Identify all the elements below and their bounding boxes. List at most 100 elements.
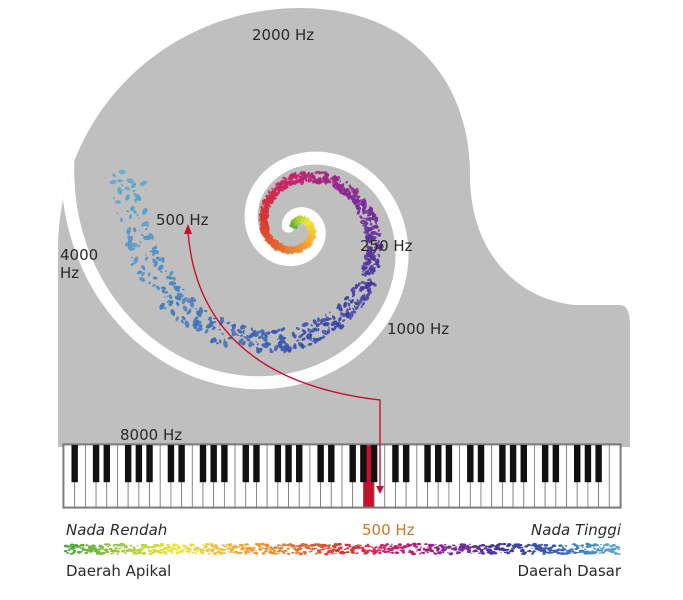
- spiral-dot: [112, 196, 115, 200]
- band-dot: [221, 544, 225, 547]
- spiral-dot: [301, 329, 306, 333]
- black-key: [574, 445, 581, 483]
- band-dot: [502, 542, 507, 546]
- frequency-gradient-dots: [109, 169, 384, 354]
- spiral-dot: [165, 270, 167, 273]
- band-dot: [76, 545, 81, 548]
- spiral-dot: [297, 341, 304, 348]
- spiral-dot: [136, 270, 143, 275]
- spiral-dot: [364, 271, 368, 277]
- spiral-dot: [351, 307, 355, 311]
- spiral-dot: [118, 169, 126, 175]
- band-dot: [428, 547, 432, 550]
- band-dot: [184, 545, 187, 547]
- spiral-dot: [149, 250, 153, 253]
- spiral-dot: [349, 299, 354, 304]
- band-dot: [121, 543, 126, 547]
- band-dot: [343, 548, 347, 551]
- band-dot: [432, 544, 435, 546]
- spiral-dot: [116, 212, 119, 215]
- band-dot: [467, 546, 472, 549]
- band-dot: [269, 546, 273, 549]
- spiral-dot: [357, 195, 361, 200]
- band-dot: [196, 551, 199, 553]
- band-dot: [500, 552, 502, 554]
- band-dot: [335, 553, 337, 554]
- spiral-dot: [236, 334, 240, 337]
- band-dot: [138, 548, 143, 552]
- band-dot: [575, 546, 580, 550]
- band-dot: [240, 552, 243, 554]
- spiral-dot: [223, 340, 228, 348]
- spiral-dot: [267, 190, 271, 195]
- spiral-dot: [306, 333, 310, 340]
- spiral-dot: [376, 265, 381, 269]
- band-dot: [548, 549, 553, 552]
- band-dot: [116, 549, 119, 552]
- band-dot: [236, 546, 240, 548]
- black-key: [285, 445, 292, 483]
- band-dot: [72, 551, 76, 554]
- spiral-dot: [365, 292, 371, 298]
- band-dot: [368, 549, 372, 552]
- band-dot: [305, 543, 308, 546]
- black-key: [424, 445, 431, 483]
- band-dot: [507, 543, 512, 546]
- spiral-dot: [375, 221, 378, 225]
- band-dot: [159, 543, 165, 547]
- spiral-dot: [166, 275, 172, 280]
- spiral-dot: [169, 270, 174, 276]
- band-dot: [521, 548, 525, 551]
- band-dot: [429, 549, 435, 553]
- black-key: [199, 445, 207, 483]
- spiral-dot: [311, 172, 314, 175]
- band-dot: [68, 546, 71, 548]
- band-dot: [457, 551, 462, 554]
- band-dot: [497, 545, 500, 547]
- band-dot: [553, 545, 557, 547]
- band-dot: [311, 547, 316, 550]
- spiral-dot: [316, 317, 321, 323]
- spiral-dot: [367, 290, 371, 293]
- spiral-dot: [250, 327, 254, 332]
- band-dot: [531, 552, 535, 555]
- spiral-dot: [364, 227, 367, 231]
- spiral-dot: [145, 220, 150, 228]
- band-dot: [460, 549, 464, 552]
- band-dot: [84, 551, 89, 554]
- black-key: [124, 445, 132, 483]
- band-dot: [272, 551, 275, 554]
- spiral-dot: [317, 327, 320, 332]
- band-dot: [81, 548, 86, 551]
- band-dot: [218, 550, 221, 552]
- band-dot: [356, 552, 359, 554]
- spiral-dot: [362, 261, 369, 266]
- band-dot: [335, 548, 340, 552]
- band-dot: [327, 546, 331, 549]
- spiral-dot: [363, 273, 366, 275]
- spiral-dot: [344, 296, 350, 301]
- spiral-dot: [212, 326, 216, 331]
- spiral-dot: [278, 335, 282, 340]
- spiral-dot: [336, 305, 340, 310]
- spiral-dot: [323, 171, 329, 177]
- band-dot: [528, 544, 532, 547]
- spiral-dot: [337, 323, 340, 326]
- spiral-dot: [312, 319, 318, 325]
- spiral-dot: [161, 256, 165, 263]
- band-dot: [305, 551, 308, 553]
- spiral-dot: [361, 273, 365, 277]
- spiral-dot: [140, 233, 144, 237]
- band-dot: [534, 547, 539, 550]
- band-dot: [321, 547, 325, 549]
- spiral-dot: [322, 323, 326, 326]
- band-dot: [116, 553, 120, 555]
- frequency-band-gradient: [63, 542, 621, 556]
- spiral-dot: [291, 331, 296, 338]
- band-dot: [324, 552, 329, 556]
- spiral-dot: [131, 182, 137, 189]
- spiral-dot: [124, 186, 130, 191]
- band-dot: [121, 549, 126, 552]
- band-dot: [322, 548, 326, 551]
- spiral-dot: [374, 260, 379, 263]
